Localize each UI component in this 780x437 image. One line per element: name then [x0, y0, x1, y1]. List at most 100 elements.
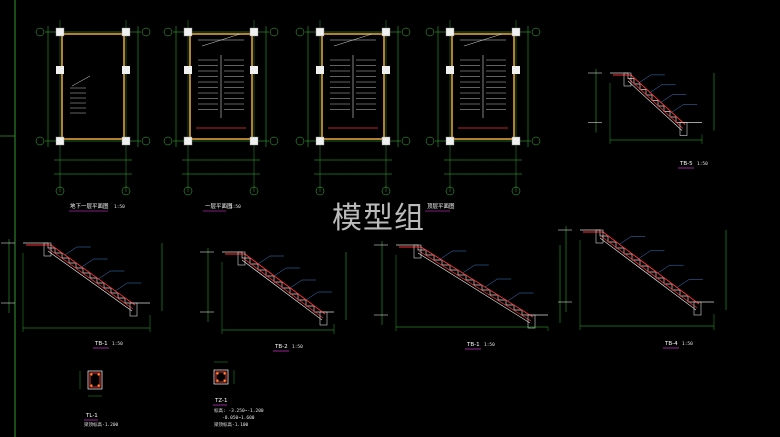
- section-title-tb2: TB-2 1:50: [273, 344, 303, 352]
- structural-column: [121, 136, 131, 146]
- stair-plan-4: [425, 20, 541, 196]
- stair-end-beam: [679, 122, 688, 136]
- stirrup: [215, 371, 227, 383]
- stair-slab-soffit: [47, 250, 133, 312]
- plan-scale-text: 1:50: [114, 204, 125, 210]
- axis-bubble: [315, 186, 325, 196]
- stair-plan-1: [35, 20, 151, 196]
- axis-bubble: [381, 186, 391, 196]
- leader-line: [507, 292, 520, 302]
- axis-bubble: [35, 136, 45, 146]
- rebar-bottom: [628, 78, 684, 129]
- break-line: [333, 33, 373, 47]
- axis-bubble: [249, 186, 259, 196]
- axis-bubble: [121, 186, 131, 196]
- section-title-text: TB-1: [466, 342, 480, 348]
- leader-line: [657, 265, 670, 274]
- stirrup: [89, 372, 101, 388]
- section-scale-text: 1:50: [697, 161, 708, 167]
- detail-tl1-labels: TL-1 梁顶标高-1.200: [84, 413, 119, 428]
- leader-line: [257, 255, 271, 265]
- stair-end-beam: [129, 302, 138, 317]
- rebar-bottom: [418, 250, 532, 322]
- stair-end-beam: [43, 242, 52, 257]
- detail-title-text: TL-1: [85, 413, 98, 419]
- structural-column: [445, 136, 455, 146]
- structural-column: [249, 27, 259, 37]
- stair-slab-soffit: [241, 259, 323, 321]
- structural-column: [55, 136, 65, 146]
- structural-column: [445, 27, 455, 37]
- detail-tz1-labels: TZ-1 标高: -3.250~-1.200 -0.050~1.600 梁顶标高…: [213, 398, 264, 428]
- structural-column: [511, 136, 521, 146]
- rebar-main: [420, 246, 534, 318]
- stair-section-tb4: [558, 226, 727, 330]
- detail-note-text: 梁顶标高-1.200: [84, 421, 119, 428]
- stair-end-beam: [693, 301, 702, 316]
- rebar-main: [630, 74, 686, 125]
- plan-title-text: 一层平面图: [205, 202, 233, 210]
- structural-column: [183, 136, 193, 146]
- rebar-main: [602, 231, 700, 305]
- axis-bubble: [445, 186, 455, 196]
- section-scale-text: 1:50: [484, 342, 495, 348]
- stair-sections-group: [1, 69, 727, 334]
- structural-column: [446, 66, 454, 74]
- column-section-outline: [213, 369, 229, 385]
- detail-tz1: [213, 361, 235, 385]
- structural-column: [55, 27, 65, 37]
- structural-column: [382, 66, 390, 74]
- break-line: [201, 33, 241, 47]
- rebar-dot: [223, 372, 226, 375]
- beam-section-outline: [87, 370, 103, 390]
- axis-bubble: [163, 136, 173, 146]
- stair-end-beam: [237, 251, 246, 266]
- section-scale-text: 1:50: [292, 344, 303, 350]
- structural-column: [250, 66, 258, 74]
- beam-column-details-group: [79, 361, 235, 397]
- section-title-text: TB-5: [679, 161, 693, 167]
- leader-line: [638, 250, 651, 259]
- axis-bubble: [295, 27, 305, 37]
- structural-column: [512, 66, 520, 74]
- plan-title-2: 一层平面图 1:50: [203, 202, 241, 212]
- rebar-bottom: [242, 257, 324, 319]
- axis-bubble: [141, 27, 151, 37]
- break-line: [71, 75, 91, 87]
- detail-note-text: 标高: -3.250~-1.200: [214, 407, 264, 414]
- structural-column: [315, 136, 325, 146]
- leader-line: [660, 94, 673, 103]
- plan-title-3: 顶层平面图: [425, 202, 455, 212]
- rebar-bottom: [600, 235, 698, 309]
- section-title-tb5: TB-5 1:50: [678, 161, 708, 169]
- break-line: [463, 33, 503, 47]
- leader-line: [305, 291, 319, 301]
- axis-bubble: [531, 136, 541, 146]
- leader-line: [671, 104, 684, 113]
- leader-line: [649, 84, 662, 93]
- section-title-text: TB-4: [664, 341, 678, 347]
- stair-plans-group: [35, 20, 541, 196]
- stair-end-beam: [319, 311, 328, 326]
- structural-column: [121, 27, 131, 37]
- rebar-dot: [97, 384, 100, 387]
- detail-tl1: [79, 370, 103, 397]
- stair-end-beam: [527, 314, 536, 329]
- stair-well-wall: [61, 33, 125, 140]
- leader-line: [440, 250, 453, 260]
- stair-section-tb5: [588, 69, 715, 144]
- axis-bubble: [511, 186, 521, 196]
- leader-line: [81, 258, 94, 268]
- structural-column: [315, 27, 325, 37]
- structural-column: [56, 66, 64, 74]
- axis-bubble: [183, 186, 193, 196]
- stair-well-wall: [189, 33, 253, 140]
- structural-column: [183, 27, 193, 37]
- leader-line: [64, 246, 77, 256]
- section-title-tb4: TB-4 1:50: [663, 341, 693, 349]
- axis-bubble: [269, 27, 279, 37]
- rebar-bottom: [48, 248, 134, 310]
- axis-bubble: [141, 136, 151, 146]
- stair-end-beam: [595, 229, 604, 244]
